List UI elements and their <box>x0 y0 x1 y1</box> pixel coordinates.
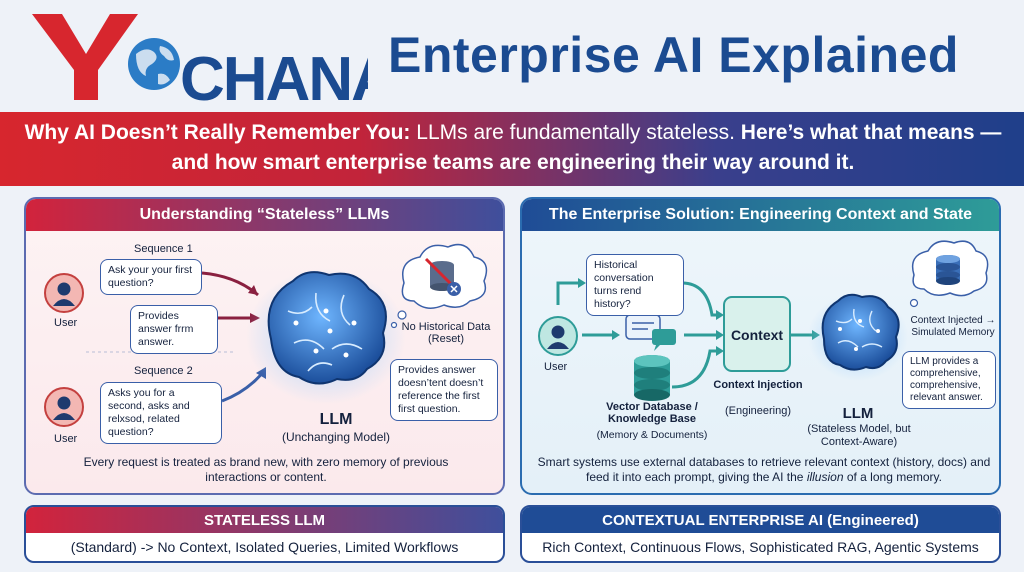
question-2-bubble: Asks you for a second, asks and relxsod,… <box>100 382 222 444</box>
simulated-memory-icon <box>909 240 989 308</box>
enterprise-panel-title: The Enterprise Solution: Engineering Con… <box>522 199 999 231</box>
contextual-footer-body: Rich Context, Continuous Flows, Sophisti… <box>542 539 979 555</box>
context-injection-label: Context Injection <box>713 379 803 391</box>
stateless-diagram <box>86 243 488 404</box>
history-bubble: Historical conversation turns rend histo… <box>586 254 684 316</box>
right-llm-sublabel: (Stateless Model, but Context-Aware) <box>807 423 911 448</box>
user-label-1: User <box>54 317 78 329</box>
stateless-panel-title: Understanding “Stateless” LLMs <box>26 199 503 231</box>
question-1-bubble: Ask your your first question? <box>100 259 202 295</box>
stateless-footer-title: STATELESS LLM <box>26 507 503 533</box>
context-box <box>723 296 791 372</box>
arrow-q2 <box>221 370 266 403</box>
stateless-caption: Every request is treated as brand new, w… <box>83 455 449 484</box>
user-avatar-2 <box>44 387 84 427</box>
caption-pre: Smart systems use external databases to … <box>537 455 991 484</box>
no-history-label: No Historical Data (Reset) <box>401 321 491 345</box>
vector-db-label: Vector Database / Knowledge Base <box>606 401 698 425</box>
banner-middle: LLMs are fundamentally stateless. <box>410 121 741 144</box>
caption-post: of a long memory. <box>843 470 942 484</box>
user-avatar-1 <box>44 273 84 313</box>
llm-sublabel: (Unchanging Model) <box>281 430 391 444</box>
context-injected-label: Context Injected → Simulated Memory <box>910 315 996 338</box>
sequence-1-label: Sequence 1 <box>134 243 193 255</box>
context-engineering-label: (Engineering) <box>724 405 792 417</box>
sequence-2-label: Sequence 2 <box>134 365 193 377</box>
caption-emphasis: illusion <box>806 470 844 484</box>
stateless-footer-body: (Standard) -> No Context, Isolated Queri… <box>70 539 459 555</box>
stateless-panel: Understanding “Stateless” LLMs <box>24 197 505 495</box>
enterprise-diagram <box>556 240 989 401</box>
user-avatar-3 <box>538 316 578 356</box>
context-label: Context <box>730 327 784 343</box>
banner-background <box>0 112 1024 186</box>
right-llm-label: LLM <box>842 405 874 422</box>
svg-text:CHANA: CHANA <box>180 45 368 106</box>
chat-bubbles-icon <box>625 314 676 351</box>
user-icon <box>538 316 578 356</box>
banner-text: Why AI Doesn’t Really Remember You: LLMs… <box>18 118 1008 178</box>
logo-graphic: CHANA <box>32 14 397 114</box>
user-icon <box>44 387 84 427</box>
contextual-footer: CONTEXTUAL ENTERPRISE AI (Engineered) Ri… <box>520 505 1001 563</box>
reply-bubble: Provides answer doesn’tent doesn’t refer… <box>390 359 498 421</box>
banner-tail: Here’s what that means — and how smart e… <box>171 121 1002 174</box>
vector-database-icon <box>634 355 670 401</box>
page-title: Enterprise AI Explained <box>388 27 959 83</box>
user-label-2: User <box>54 433 78 445</box>
user-icon <box>44 273 84 313</box>
brain-icon <box>821 293 900 371</box>
user-label-3: User <box>544 361 568 373</box>
llm-label: LLM <box>319 411 353 428</box>
stateless-footer: STATELESS LLM (Standard) -> No Context, … <box>24 505 505 563</box>
brand-logo: CHANA <box>28 6 397 114</box>
answer-1-bubble: Provides answer frrm answer. <box>130 305 218 354</box>
contextual-footer-title: CONTEXTUAL ENTERPRISE AI (Engineered) <box>522 507 999 533</box>
enterprise-caption: Smart systems use external databases to … <box>536 455 992 485</box>
vector-db-sublabel: (Memory & Documents) <box>596 429 708 441</box>
brain-icon <box>267 271 387 385</box>
enterprise-panel: The Enterprise Solution: Engineering Con… <box>520 197 1001 495</box>
banner-lead: Why AI Doesn’t Really Remember You: <box>24 121 411 144</box>
answer-bubble: LLM provides a comprehensive, comprehens… <box>902 351 996 409</box>
database-crossed-icon <box>390 243 488 329</box>
